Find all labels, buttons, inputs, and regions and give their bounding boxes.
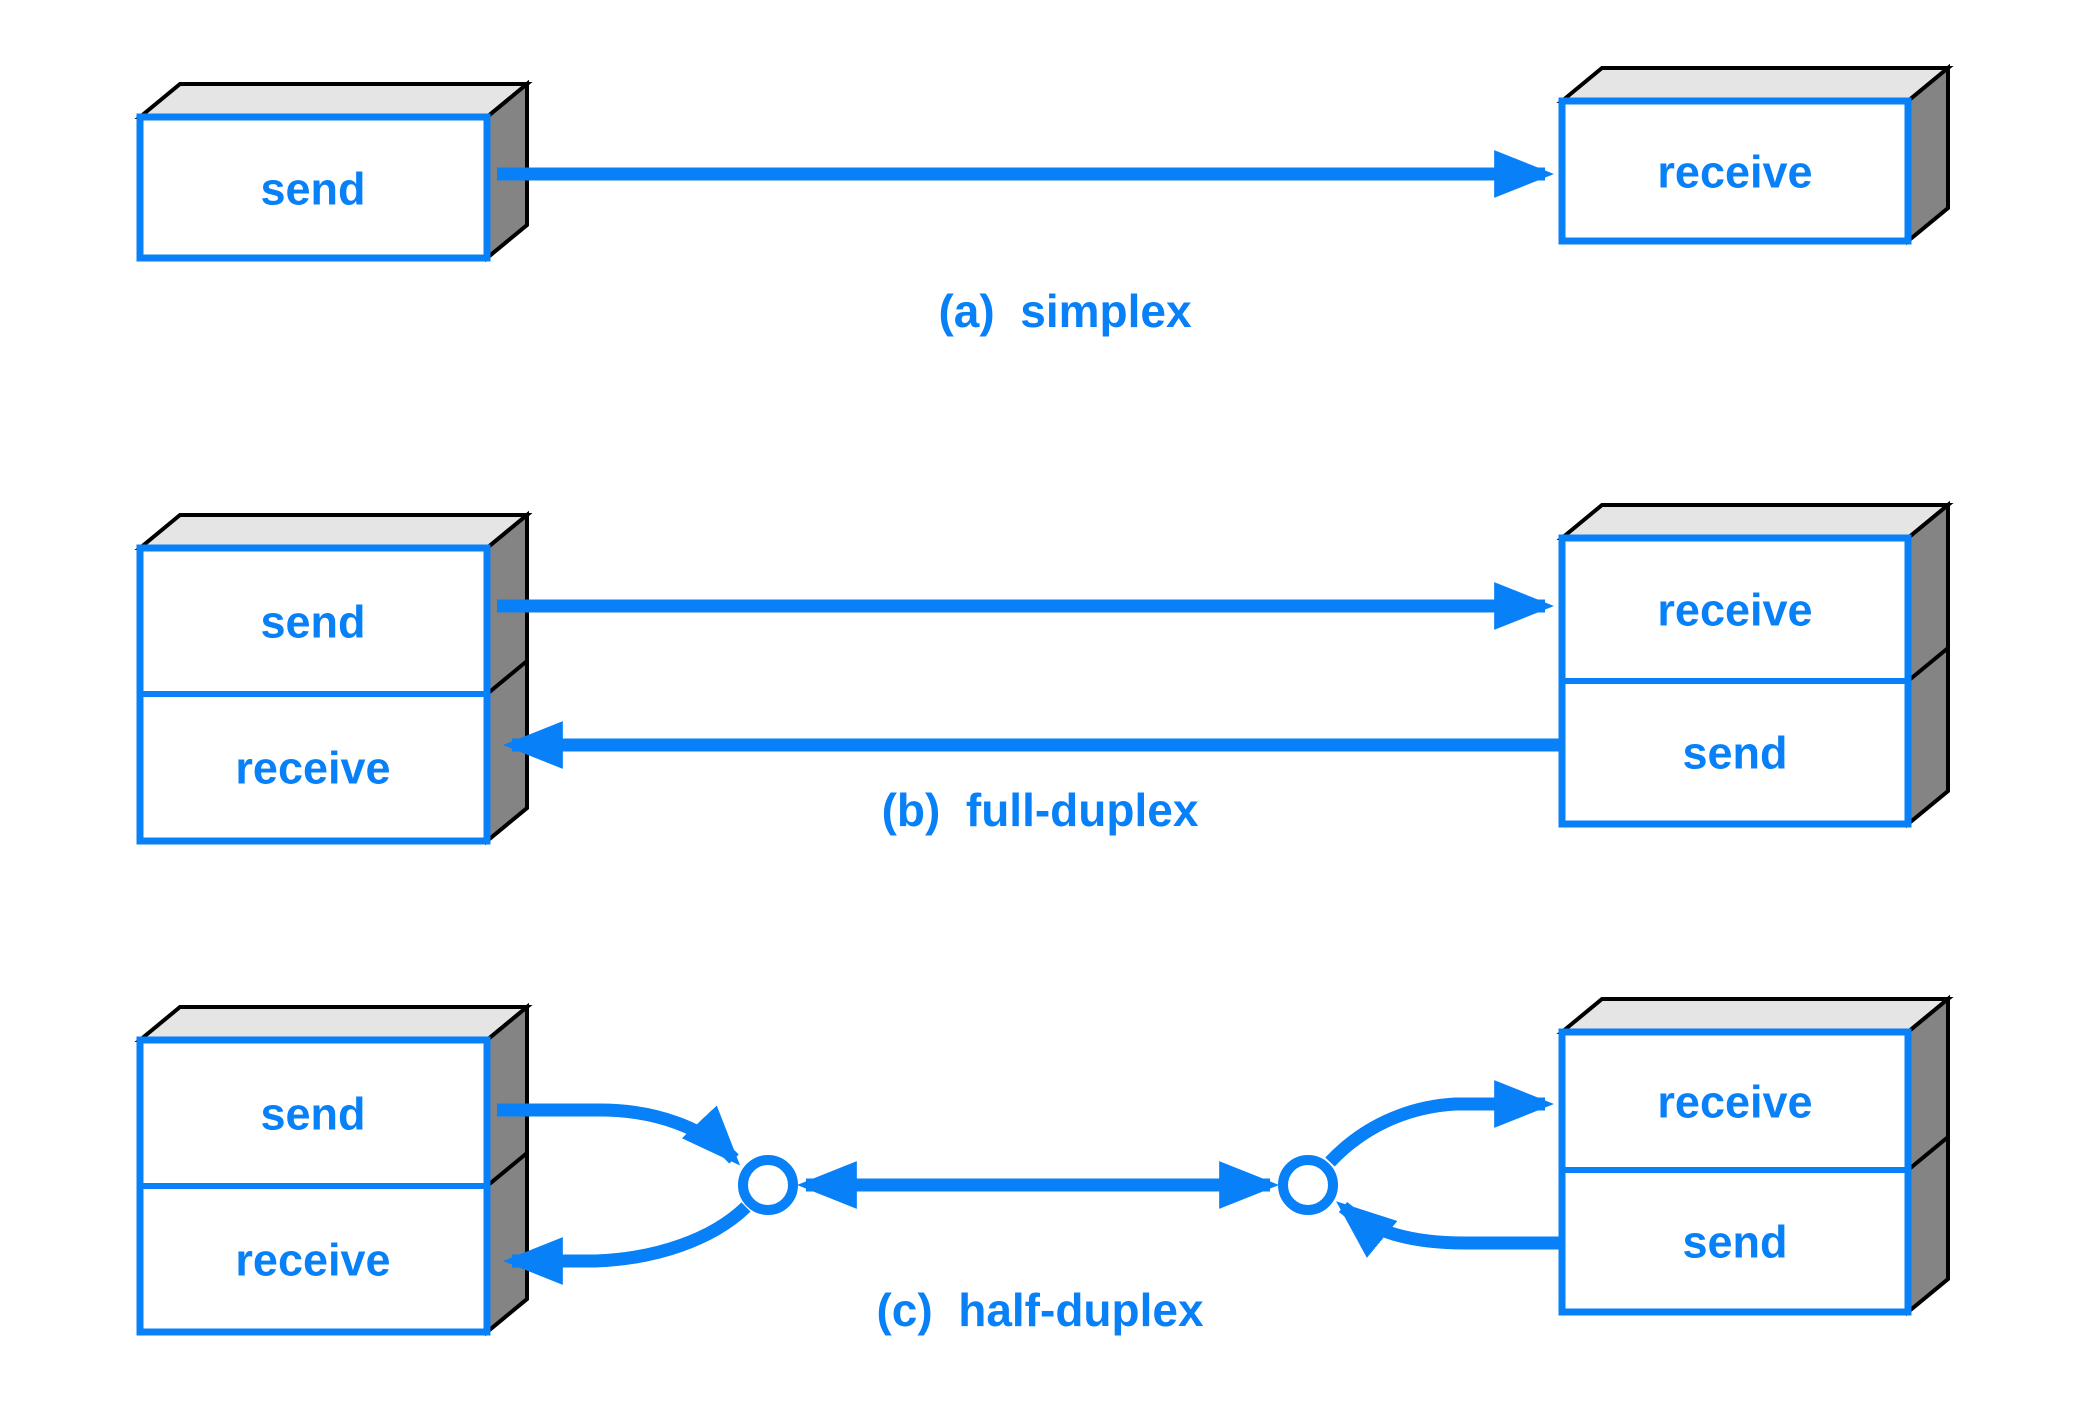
- junction-to-right-receive-curve: [1325, 1080, 1554, 1167]
- box-front-face: [1558, 97, 1912, 245]
- full-duplex-left-box: send receive: [134, 510, 533, 846]
- junction-to-left-receive-curve: [503, 1202, 751, 1285]
- receive-label: receive: [1657, 585, 1812, 636]
- right-send-to-junction-curve: [1336, 1201, 1562, 1258]
- caption-full-duplex: (b) full-duplex: [882, 784, 1199, 836]
- receive-label: receive: [235, 1235, 390, 1286]
- box-side-divider: [485, 659, 529, 696]
- junction-circle-left: [738, 1155, 798, 1215]
- send-label: send: [260, 1089, 365, 1140]
- receive-label: receive: [1657, 1077, 1812, 1128]
- box-top-face: [134, 1005, 533, 1042]
- send-label: send: [1682, 728, 1787, 779]
- receive-label: receive: [1657, 147, 1812, 198]
- section-simplex: send receive (a) simplex: [134, 63, 1954, 337]
- section-half-duplex: send receive receive send (c) half-duple…: [134, 994, 1954, 1337]
- box-top-face: [134, 513, 533, 550]
- simplex-receive-box: receive: [1556, 63, 1954, 246]
- simplex-send-box: send: [134, 79, 533, 263]
- caption-half-duplex: (c) half-duplex: [876, 1284, 1204, 1336]
- send-label: send: [260, 164, 365, 215]
- left-send-to-junction-curve: [497, 1103, 741, 1166]
- receive-label: receive: [235, 743, 390, 794]
- half-duplex-left-box: send receive: [134, 1002, 533, 1337]
- box-side-divider: [1906, 1135, 1950, 1172]
- caption-simplex: (a) simplex: [938, 285, 1192, 337]
- full-duplex-right-box: receive send: [1556, 500, 1954, 829]
- send-label: send: [260, 597, 365, 648]
- box-front-face: [136, 113, 491, 262]
- junction-circle-right: [1278, 1155, 1338, 1215]
- box-top-face: [134, 82, 533, 119]
- send-label: send: [1682, 1217, 1787, 1268]
- section-full-duplex: send receive receive send (b) full-duple…: [134, 500, 1954, 846]
- box-side-face: [1906, 63, 1950, 246]
- box-side-divider: [1906, 646, 1950, 683]
- box-top-face: [1556, 66, 1954, 103]
- box-side-divider: [485, 1151, 529, 1188]
- box-top-face: [1556, 503, 1954, 540]
- half-duplex-right-box: receive send: [1556, 994, 1954, 1317]
- box-top-face: [1556, 997, 1954, 1034]
